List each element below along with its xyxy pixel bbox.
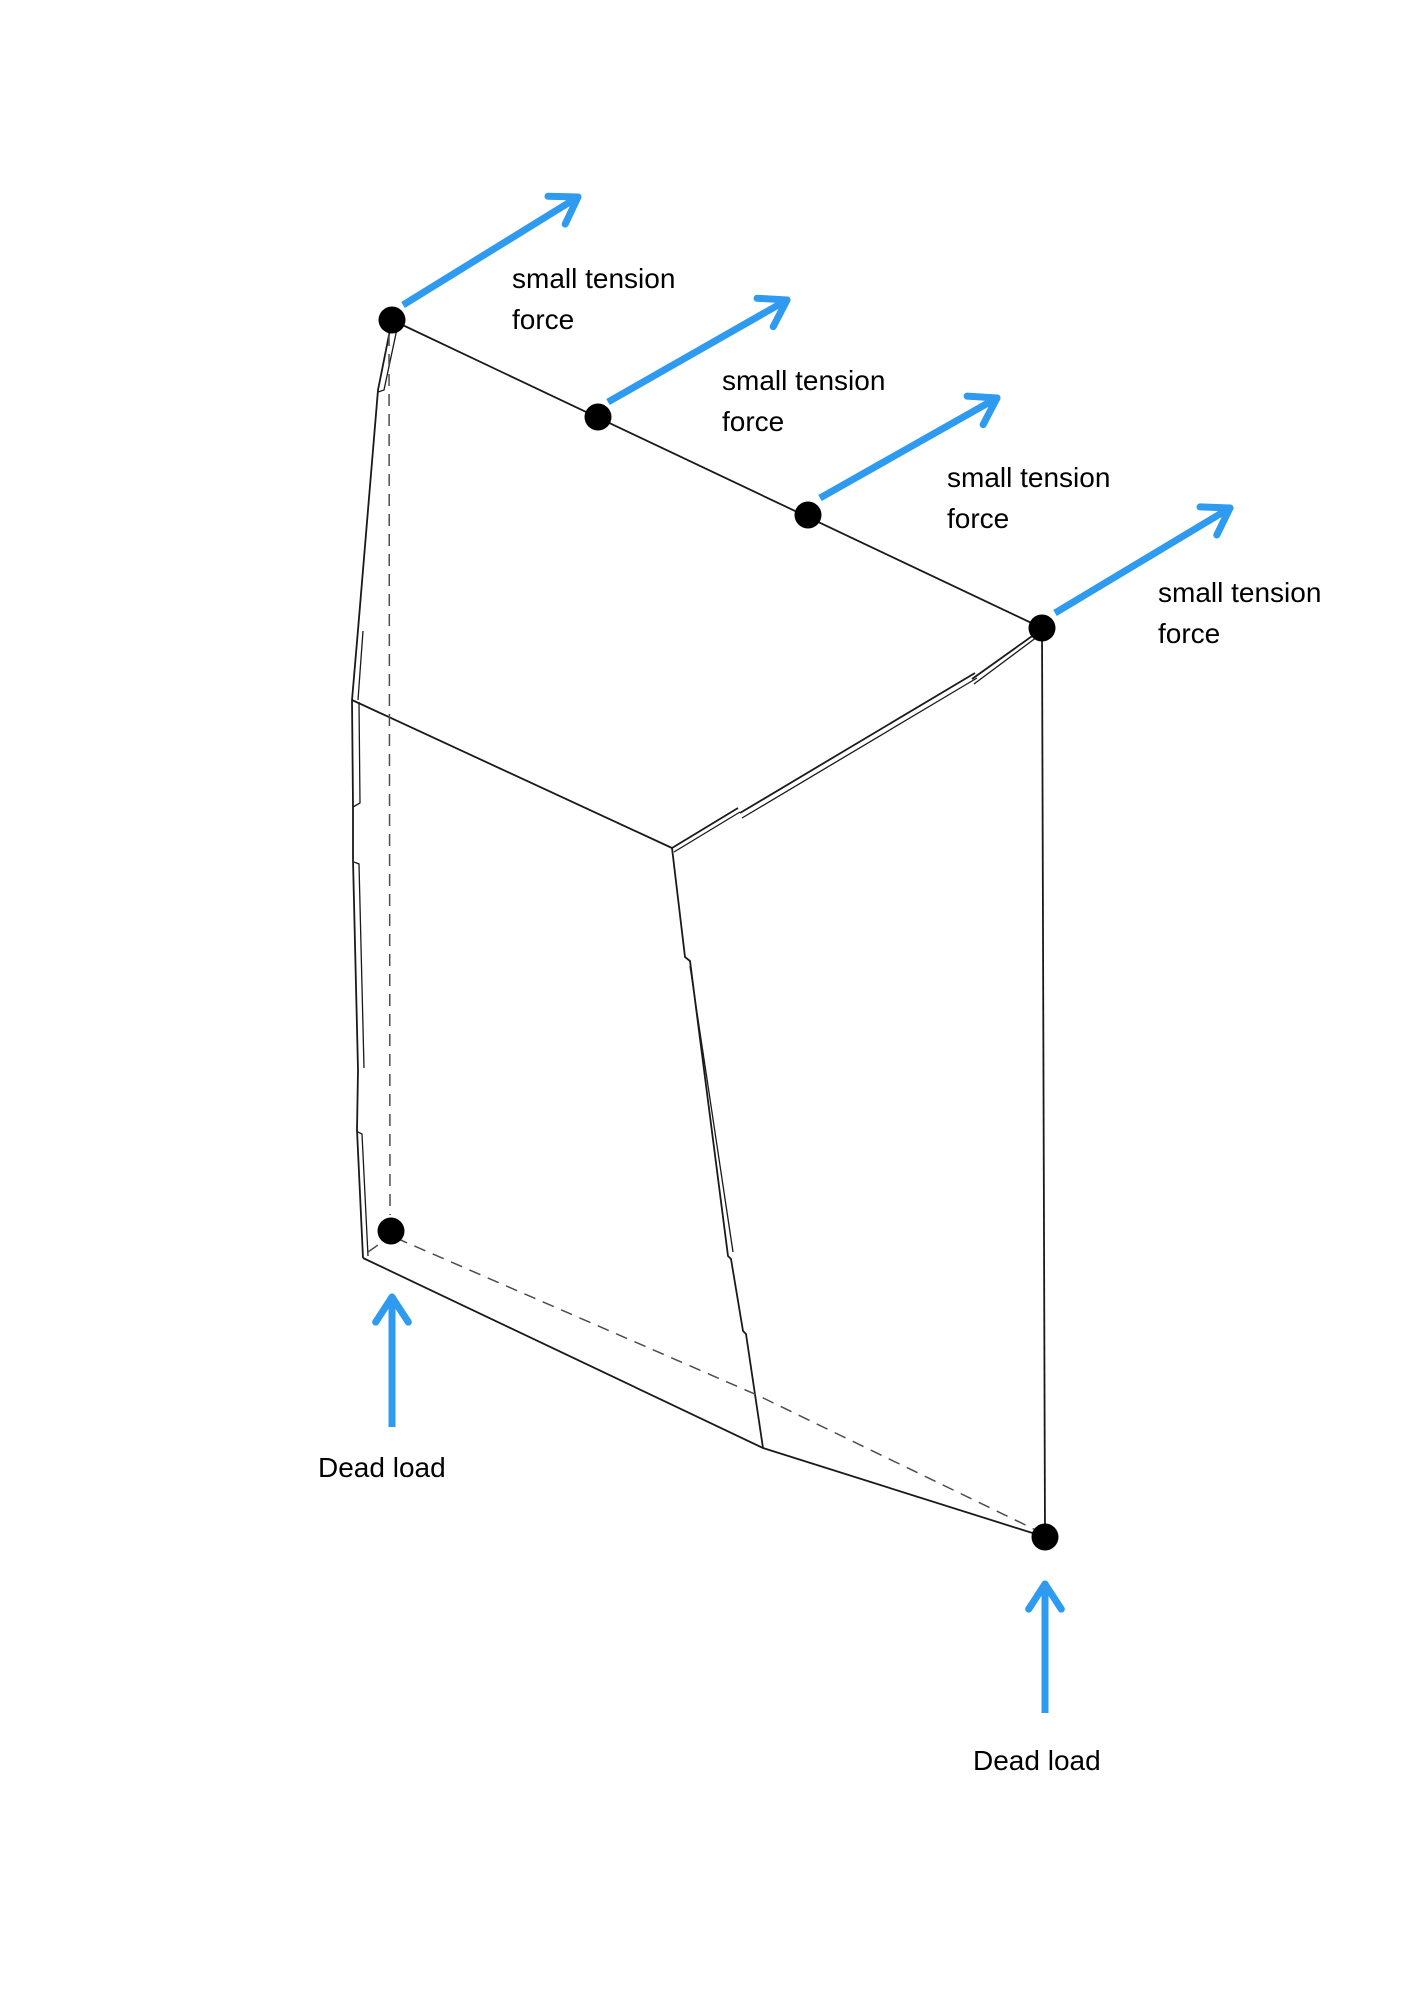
node-bottom-right bbox=[1031, 1523, 1059, 1551]
strut-edge bbox=[671, 628, 1043, 849]
node-top-2 bbox=[584, 403, 612, 431]
tension-arrow-4-shaft bbox=[1053, 506, 1231, 617]
tension-arrow-2-shaft bbox=[606, 297, 787, 406]
bottom-edge bbox=[362, 1257, 1046, 1538]
tension-arrow-3-head bbox=[963, 392, 1001, 402]
tension-label-2: small tension force bbox=[722, 365, 886, 437]
tension-arrow-1-head bbox=[561, 193, 582, 228]
left-edge-seam bbox=[352, 323, 399, 1257]
node-top-1 bbox=[378, 306, 406, 334]
tension-arrow-3-head bbox=[979, 394, 1001, 429]
right-edge bbox=[1041, 627, 1046, 1538]
node-bottom-left bbox=[377, 1217, 405, 1245]
tension-arrow-2-head bbox=[769, 296, 791, 331]
dead-load-arrow-left-head bbox=[372, 1293, 396, 1326]
hidden-corner-link bbox=[367, 1239, 386, 1253]
dead-load-label-right: Dead load bbox=[973, 1745, 1101, 1776]
waist-line bbox=[351, 699, 673, 849]
tension-arrow-1-shaft bbox=[401, 195, 579, 308]
tension-label-3: small tension force bbox=[947, 462, 1111, 534]
left-edge bbox=[351, 319, 393, 1259]
node-top-4 bbox=[1028, 614, 1056, 642]
middle-edge bbox=[671, 847, 764, 1449]
tension-arrow-4-head bbox=[1196, 503, 1234, 512]
dead-load-arrow-right-head bbox=[1025, 1580, 1049, 1613]
hidden-back-vertical bbox=[388, 333, 391, 1216]
tension-arrow-3-shaft bbox=[818, 395, 997, 502]
top-edge bbox=[391, 319, 1043, 629]
dead-load-label-left: Dead load bbox=[318, 1452, 446, 1483]
tension-arrow-4-head bbox=[1213, 504, 1234, 539]
strut-edge-seam bbox=[673, 633, 1042, 853]
tension-label-4: small tension force bbox=[1158, 577, 1322, 649]
dead-load-arrow-left-head bbox=[388, 1293, 412, 1326]
tension-arrow-2-head bbox=[753, 294, 791, 304]
tension-label-1: small tension force bbox=[512, 263, 676, 335]
tension-arrow-1-head bbox=[544, 192, 582, 201]
dead-load-arrow-right-head bbox=[1041, 1580, 1065, 1613]
hidden-back-bottom bbox=[395, 1237, 1041, 1533]
middle-edge-seam bbox=[689, 965, 734, 1253]
node-top-3 bbox=[794, 501, 822, 529]
